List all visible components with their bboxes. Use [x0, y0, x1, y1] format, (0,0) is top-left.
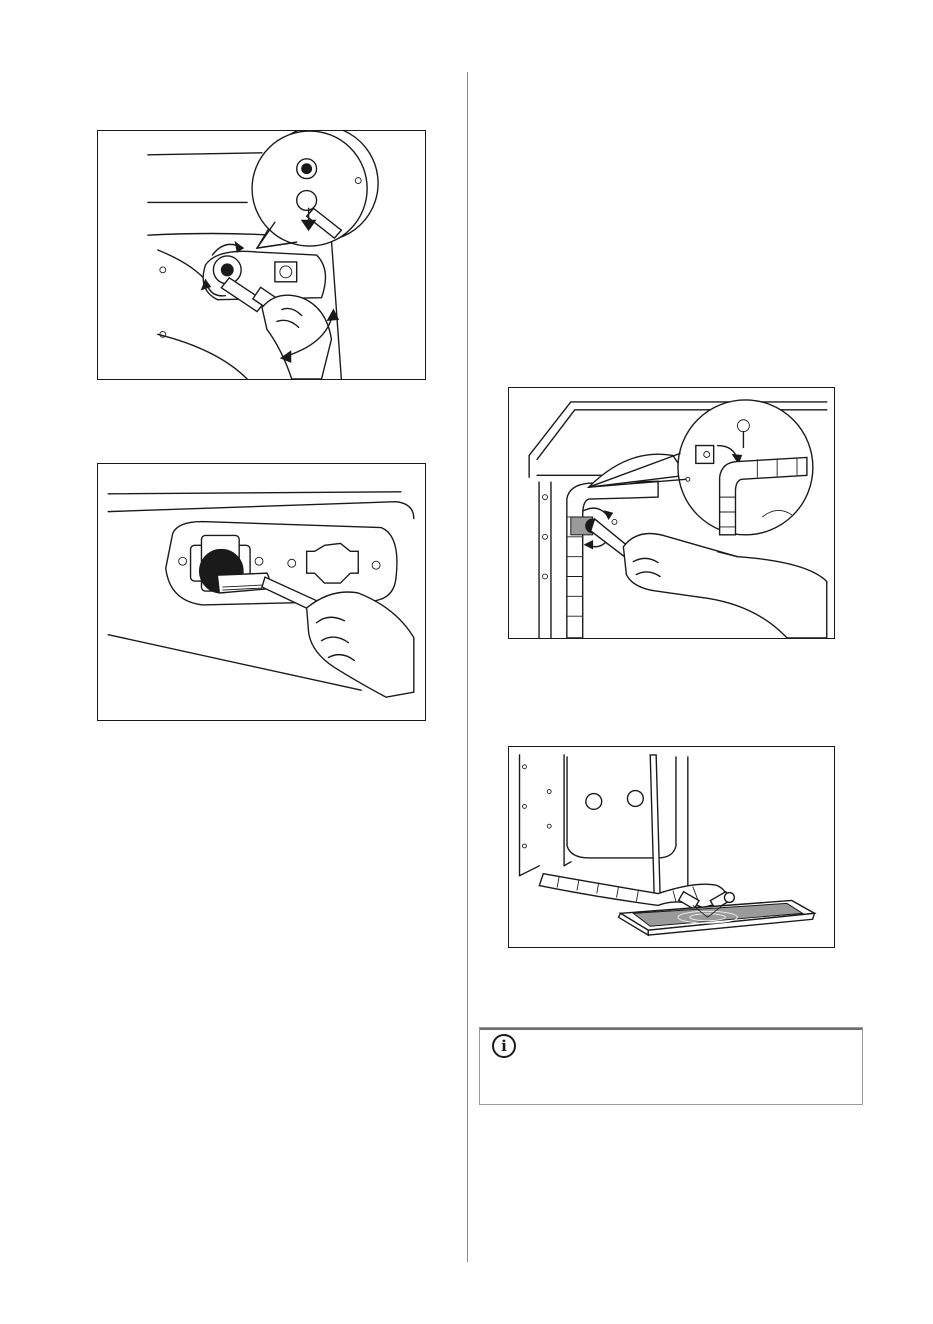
hose-drain-into-tray-illustration	[509, 747, 834, 947]
inlet-filter-brush-cleaning-illustration	[98, 464, 425, 720]
figure-hose-drain-tray	[508, 746, 835, 948]
info-note-box: i	[479, 1027, 863, 1105]
figure-inlet-hose-unscrew	[97, 130, 426, 380]
inlet-hose-unscrew-illustration	[98, 131, 425, 379]
info-icon: i	[492, 1034, 516, 1058]
figure-hose-wrench-disconnect	[508, 387, 835, 639]
figure-inlet-filter-brush	[97, 463, 426, 721]
column-divider	[467, 72, 468, 1262]
info-note-top-rule	[480, 1028, 862, 1030]
hose-wrench-disconnect-illustration	[509, 388, 834, 638]
